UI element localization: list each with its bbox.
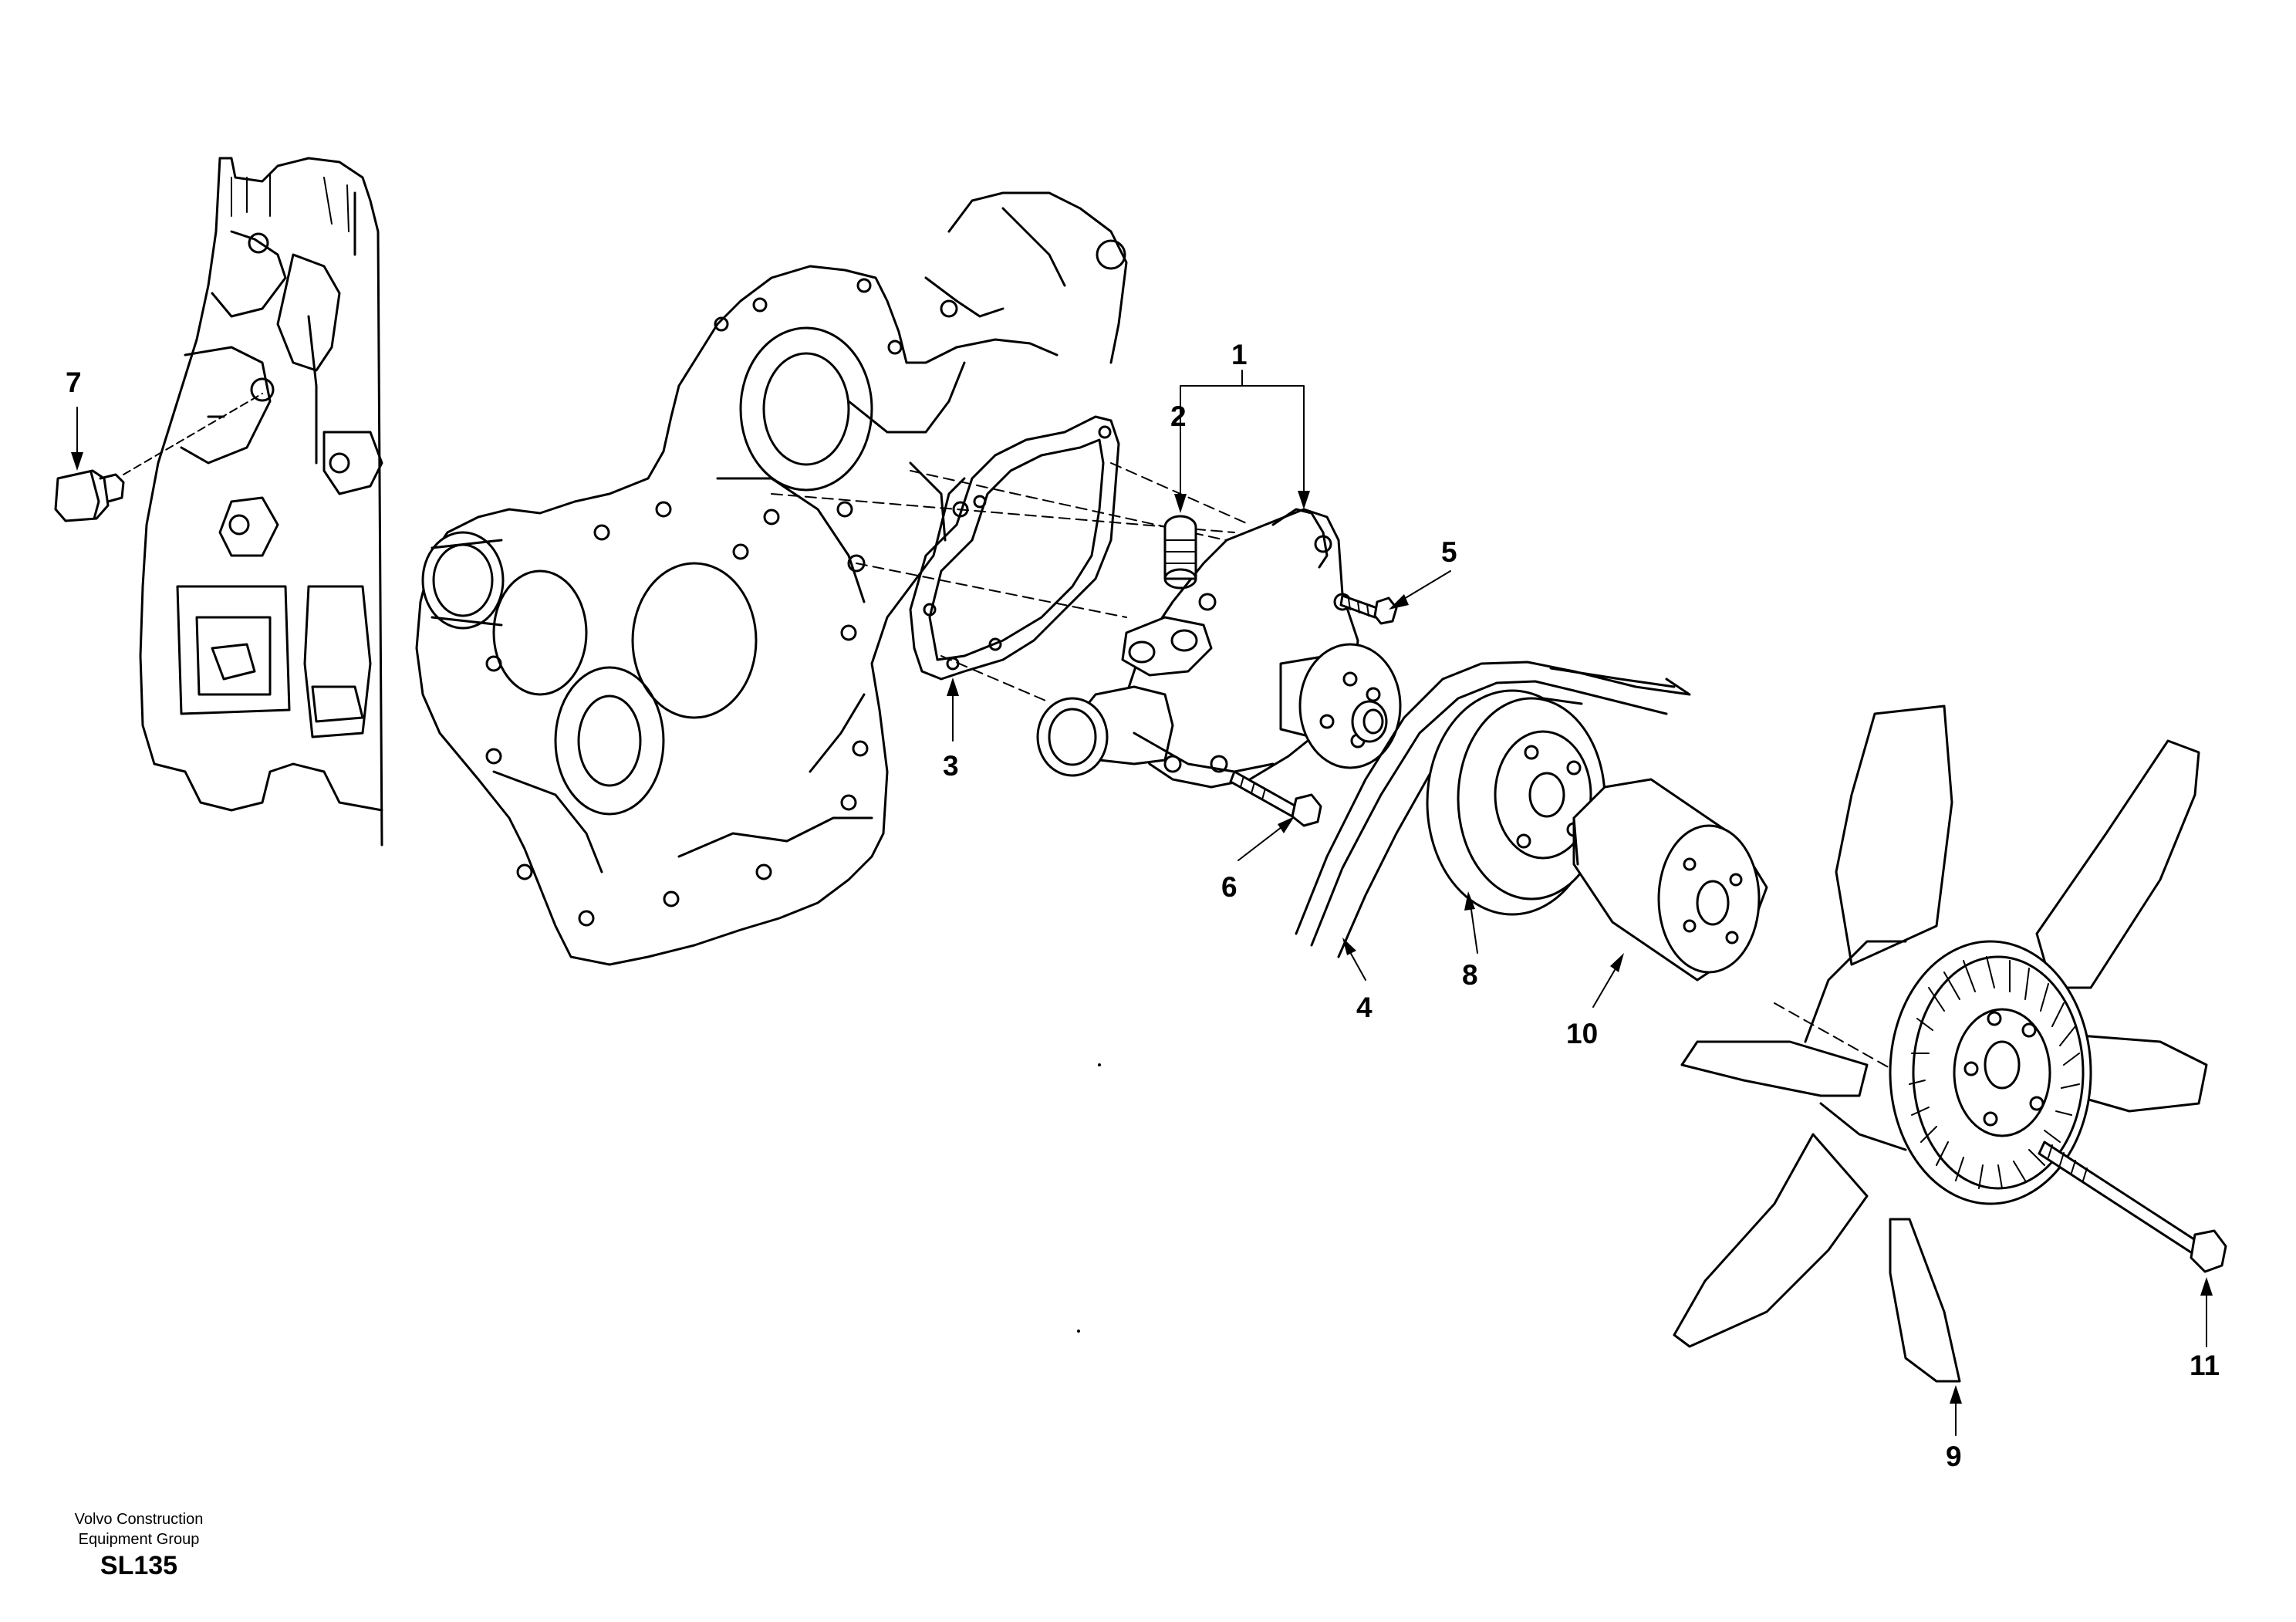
callout-2: 2 bbox=[1170, 400, 1187, 432]
callout-7: 7 bbox=[66, 367, 82, 398]
callout-6: 6 bbox=[1221, 871, 1237, 903]
drain-plug bbox=[54, 393, 263, 522]
footer-drawing-code: SL135 bbox=[100, 1551, 178, 1580]
bolt-long bbox=[1229, 770, 1322, 827]
callout-9: 9 bbox=[1946, 1441, 1962, 1472]
footer-company-line1: Volvo Construction bbox=[74, 1511, 204, 1528]
bolt-short bbox=[1339, 594, 1398, 625]
gasket bbox=[909, 415, 1120, 681]
callout-11: 11 bbox=[2190, 1350, 2220, 1381]
pulley bbox=[1426, 689, 1606, 916]
callout-3: 3 bbox=[943, 750, 959, 782]
stray-dot bbox=[1077, 1330, 1080, 1333]
callout-leaders bbox=[71, 370, 2213, 1436]
engine-block-illustration bbox=[139, 157, 383, 846]
pipe-fitting bbox=[1163, 515, 1197, 590]
callout-1: 1 bbox=[1231, 339, 1248, 370]
footer-company-line2: Equipment Group bbox=[78, 1531, 200, 1548]
fan bbox=[1673, 705, 2208, 1383]
callout-5: 5 bbox=[1441, 536, 1457, 568]
timing-gear-case bbox=[415, 191, 1128, 966]
callout-4: 4 bbox=[1356, 992, 1373, 1023]
spacer bbox=[1572, 778, 1768, 982]
fan-bolt bbox=[2038, 1140, 2227, 1273]
callout-10: 10 bbox=[1566, 1018, 1598, 1049]
water-pump bbox=[1036, 508, 1402, 789]
callout-8: 8 bbox=[1462, 959, 1478, 991]
stray-dot bbox=[1098, 1063, 1101, 1066]
